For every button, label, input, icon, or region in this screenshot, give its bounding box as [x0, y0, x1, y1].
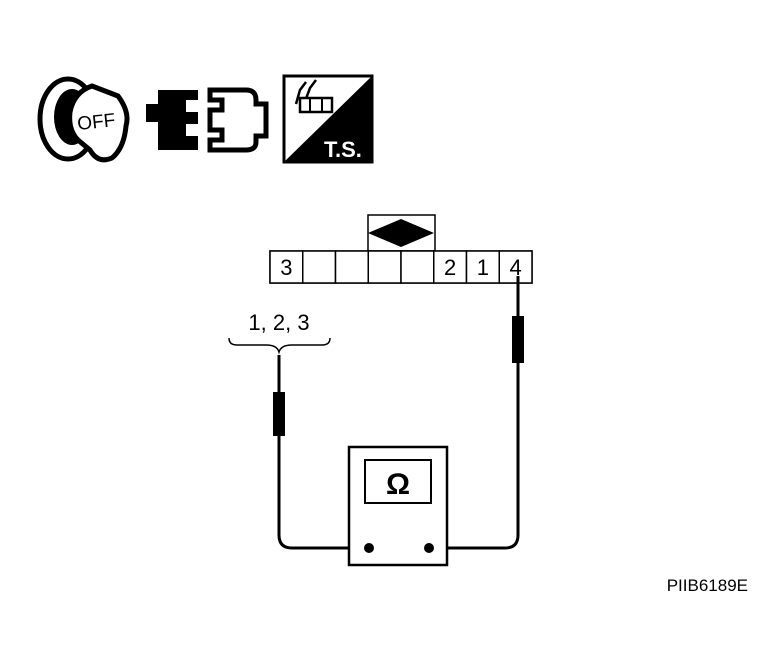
connector-pin-cell: 2 — [433, 250, 468, 284]
connector-pin-number: 4 — [510, 255, 522, 280]
probe-left — [273, 392, 285, 436]
probe-terminal-bracket: 1, 2, 3 — [228, 310, 331, 355]
connector-pin-cell — [367, 250, 402, 284]
ohmmeter: Ω — [347, 445, 449, 567]
connector-lock-tab — [368, 219, 434, 247]
connector-pin-cell: 1 — [465, 250, 500, 284]
connector-pin-cell — [400, 250, 435, 284]
ignition-key-icon: OFF — [37, 76, 130, 163]
connector-pin-cell — [334, 250, 369, 284]
connector-pin-number: 3 — [280, 255, 292, 280]
connector-pin-number: 2 — [444, 255, 456, 280]
connector-pin-number: 1 — [477, 255, 489, 280]
test-leads — [273, 276, 524, 550]
connector-pin-cell: 3 — [269, 250, 304, 284]
figure-code: PIIB6189E — [667, 576, 748, 595]
disconnected-connector-icon — [146, 87, 269, 153]
test-tool-icon: T.S. — [282, 74, 374, 164]
ignition-off-label: OFF — [76, 110, 116, 135]
ohm-symbol: Ω — [386, 468, 410, 501]
probe-right — [512, 316, 524, 363]
meter-terminal-pos — [424, 543, 434, 553]
connector-pin-cell: 4 — [498, 250, 533, 284]
connector-pin-cell — [302, 250, 337, 284]
meter-terminal-neg — [364, 543, 374, 553]
probe-terminals-label: 1, 2, 3 — [248, 310, 309, 335]
tester-label: T.S. — [324, 137, 362, 162]
